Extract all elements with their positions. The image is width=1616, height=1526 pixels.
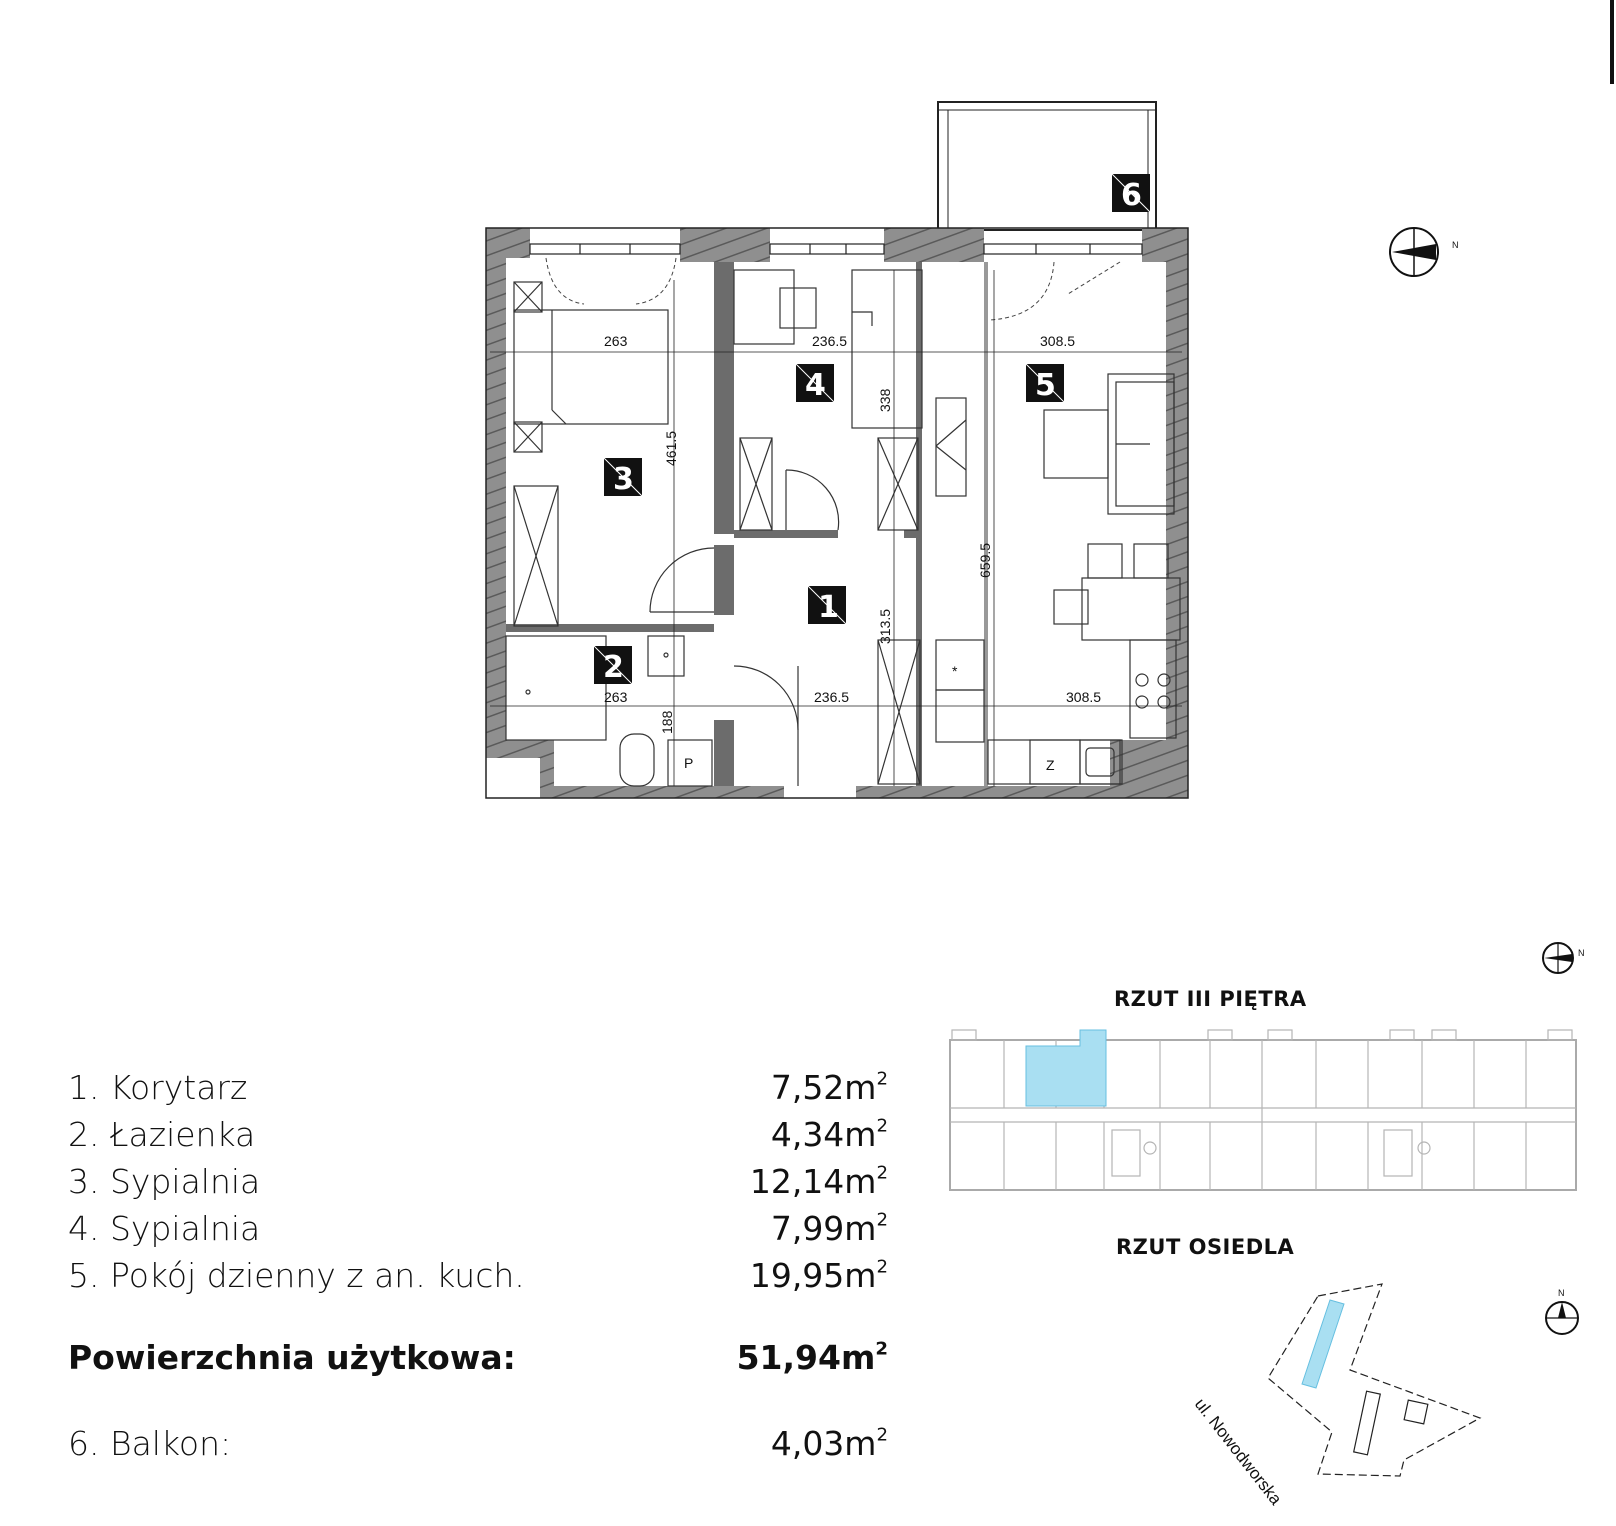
dim-188: 188 <box>659 710 675 734</box>
edge-mark <box>1610 0 1614 84</box>
dimension-lines <box>490 270 1182 786</box>
living-room-furniture <box>987 373 1181 785</box>
svg-text:2: 2 <box>603 650 624 685</box>
compass-icon: N <box>1389 227 1459 277</box>
floor-plan-title: RZUT III PIĘTRA <box>1114 987 1307 1011</box>
door-swings <box>545 257 1121 321</box>
room-marker-4: 4 <box>795 363 835 403</box>
interior-doors <box>649 469 840 786</box>
apartment-highlight <box>1025 1029 1107 1107</box>
bedroom-2-furniture <box>733 269 923 531</box>
dimension-labels: 263 236.5 308.5 263 236.5 308.5 461.5 33… <box>604 333 1101 773</box>
svg-text:3: 3 <box>613 462 634 497</box>
site-plan: RZUT OSIEDLA ul. Nowodworska <box>1116 1235 1482 1509</box>
dim-4615: 461.5 <box>663 431 679 466</box>
dim-338: 338 <box>877 388 893 412</box>
dim-3085-bot: 308.5 <box>1066 689 1101 705</box>
legend-balcony: 6. Balkon: 4,03m2 <box>68 1424 888 1463</box>
legend-row-3: 3. Sypialnia 12,14m2 <box>68 1162 888 1201</box>
dim-6595: 659.5 <box>977 543 993 578</box>
bathroom-fixtures <box>505 635 713 787</box>
room-marker-5: 5 <box>1025 363 1065 403</box>
legend-total: Powierzchnia użytkowa: 51,94m2 <box>68 1338 888 1377</box>
room-markers: 1 2 3 4 5 6 <box>593 173 1151 685</box>
svg-text:N: N <box>1452 240 1459 250</box>
room-marker-1: 1 <box>807 585 847 625</box>
fixture-star: * <box>952 663 958 679</box>
svg-text:5: 5 <box>1035 368 1056 403</box>
legend-row-4: 4. Sypialnia 7,99m2 <box>68 1209 888 1248</box>
windows <box>529 243 1143 255</box>
svg-text:N: N <box>1578 948 1585 958</box>
dim-3135: 313.5 <box>877 609 893 644</box>
legend-row-1: 1. Korytarz 7,52m2 <box>68 1068 888 1107</box>
room-marker-6: 6 <box>1111 173 1151 213</box>
room-marker-3: 3 <box>603 457 643 497</box>
room-marker-2: 2 <box>593 645 633 685</box>
compass-small-icon: N <box>1542 942 1585 974</box>
floor-key-plan: RZUT III PIĘTRA <box>949 987 1577 1191</box>
svg-text:N: N <box>1558 1288 1565 1298</box>
svg-text:1: 1 <box>818 590 839 625</box>
corridor-furniture <box>877 397 985 785</box>
street-name: ul. Nowodworska <box>1191 1395 1286 1509</box>
dim-263-top: 263 <box>604 333 628 349</box>
interior-walls <box>506 262 988 786</box>
dim-2365-top: 236.5 <box>812 333 847 349</box>
fixture-p: P <box>684 755 693 771</box>
svg-text:4: 4 <box>805 368 826 403</box>
exterior-walls <box>485 227 1189 799</box>
dim-2365-bot: 236.5 <box>814 689 849 705</box>
svg-text:6: 6 <box>1121 178 1142 213</box>
site-plan-title: RZUT OSIEDLA <box>1116 1235 1295 1259</box>
bedroom-furniture <box>513 281 669 627</box>
compass-site-icon: N <box>1545 1288 1579 1335</box>
legend-row-2: 2. Łazienka 4,34m2 <box>68 1115 888 1154</box>
legend-row-5: 5. Pokój dzienny z an. kuch. 19,95m2 <box>68 1256 888 1295</box>
dim-3085-top: 308.5 <box>1040 333 1075 349</box>
fixture-z: Z <box>1046 757 1055 773</box>
dim-263-bot: 263 <box>604 689 628 705</box>
